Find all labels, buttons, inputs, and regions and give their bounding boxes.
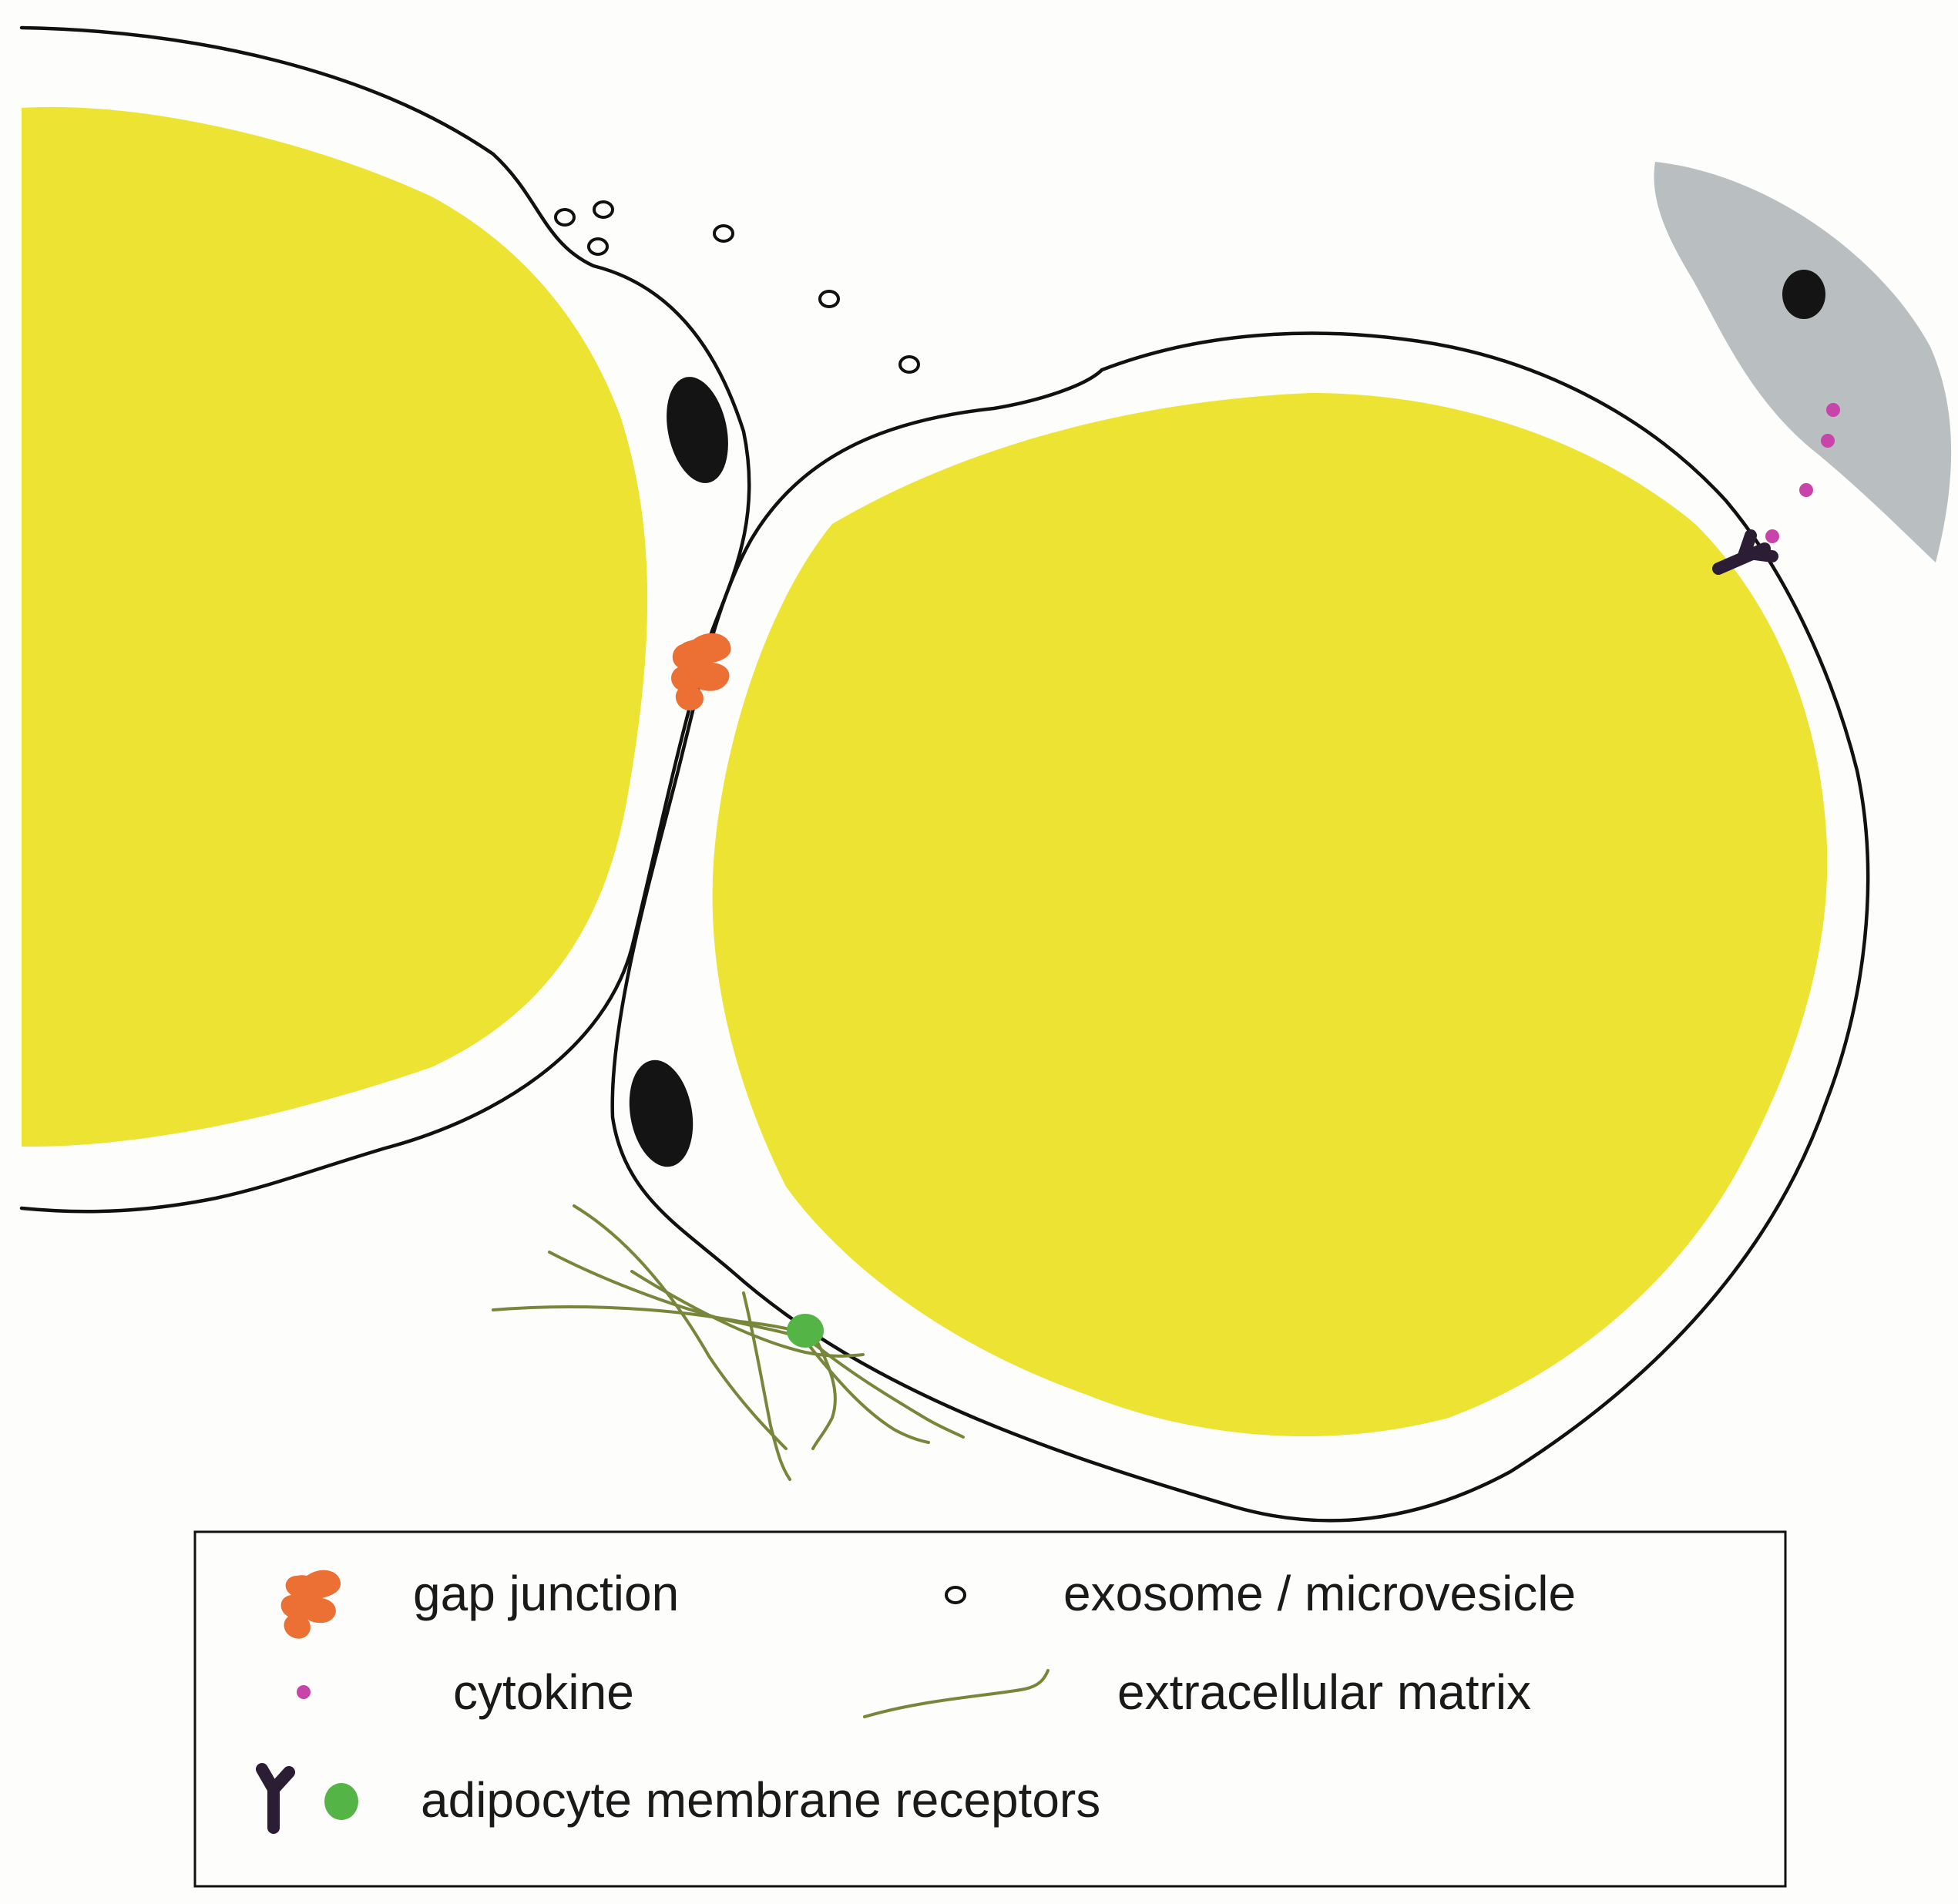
ecm-fiber [630, 1270, 865, 1358]
left-adipocyte-nucleus [667, 377, 728, 483]
cytokine-cluster [1765, 403, 1840, 543]
extracellular-matrix-icon [863, 1669, 1050, 1718]
legend-label-cytokine: cytokine [453, 1664, 634, 1720]
legend-frame [193, 1530, 1787, 1888]
neighbor-cell [1654, 162, 1952, 562]
legend: gap junction exosome / microvesicle cyto… [193, 1530, 1787, 1888]
cytokine [1765, 529, 1779, 543]
cytokine [1826, 403, 1840, 417]
legend-label-membrane-receptors: adipocyte membrane receptors [421, 1772, 1100, 1828]
ecm-fiber [492, 1305, 818, 1338]
neighbor-cell-body [1654, 162, 1952, 562]
cytokine-icon [297, 1685, 311, 1699]
ecm-fiber [548, 1251, 811, 1342]
exosome-cluster [554, 200, 920, 374]
neighbor-cell-nucleus [1782, 270, 1825, 319]
exosome [593, 200, 614, 219]
exosome [898, 355, 920, 374]
gap-junction [671, 633, 731, 710]
exosome [818, 290, 840, 308]
ecm-fiber [804, 1335, 965, 1439]
dark-membrane-receptor [1712, 529, 1778, 575]
exosome [713, 224, 734, 243]
cytokine [1821, 434, 1835, 448]
green-membrane-receptor [787, 1314, 824, 1348]
right-adipocyte-membrane [610, 331, 1870, 1523]
left-adipocyte [19, 25, 751, 1214]
exosome-icon [945, 1586, 966, 1604]
ecm-fiber [742, 1291, 791, 1481]
ecm-fiber [811, 1339, 837, 1450]
gap-junction-icon [280, 1570, 341, 1639]
gap-junction-shape [671, 633, 731, 710]
dark-receptor-icon [256, 1763, 295, 1834]
legend-label-gap-junction: gap junction [413, 1566, 679, 1621]
left-adipocyte-lipid-droplet [22, 106, 648, 1147]
exosome [554, 208, 576, 227]
exosome [587, 237, 609, 256]
legend-label-extracellular-matrix: extracellular matrix [1117, 1664, 1531, 1720]
ecm-fiber [573, 1204, 788, 1450]
legend-label-exosome: exosome / microvesicle [1063, 1566, 1576, 1621]
right-adipocyte-lipid-droplet [712, 393, 1828, 1436]
green-receptor-icon [324, 1783, 358, 1820]
right-adipocyte-nucleus [629, 1059, 694, 1167]
cytokine [1799, 483, 1813, 497]
right-adipocyte [610, 331, 1870, 1523]
